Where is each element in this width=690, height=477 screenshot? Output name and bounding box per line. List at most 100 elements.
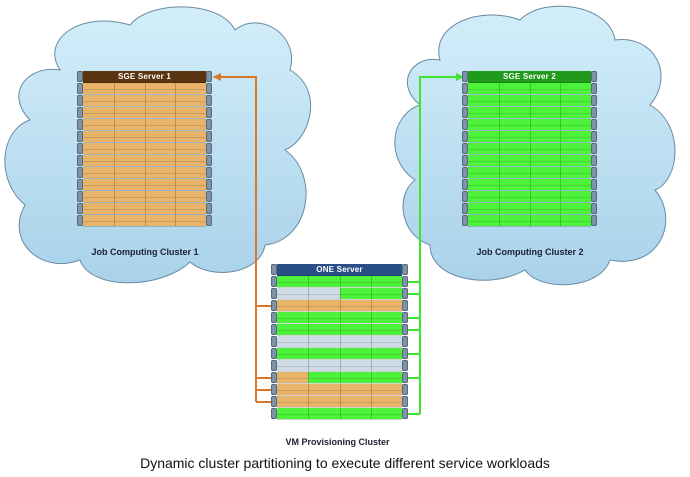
link-to-sge-server-1 [214, 76, 257, 402]
unit-divider [339, 348, 341, 359]
rack-cluster-2: SGE Server 2 [462, 71, 597, 227]
unit-divider [529, 143, 531, 154]
unit-divider [113, 179, 115, 190]
unit-divider [339, 396, 341, 407]
server-unit-segment-green [468, 131, 591, 142]
rack-ear-icon [402, 276, 408, 287]
rack-ear-icon [77, 131, 83, 142]
unit-divider [498, 191, 500, 202]
rack-cluster-1: SGE Server 1 [77, 71, 212, 227]
rack-ear-icon [206, 203, 212, 214]
unit-divider [113, 215, 115, 226]
unit-divider [144, 179, 146, 190]
unit-divider [113, 107, 115, 118]
unit-divider [277, 293, 402, 295]
unit-divider [468, 124, 591, 126]
unit-divider [468, 136, 591, 138]
server-unit-segment-orange [83, 119, 206, 130]
rack-ear-icon [402, 324, 408, 335]
rack-ear-icon [402, 312, 408, 323]
unit-divider [560, 143, 562, 154]
unit-divider [498, 143, 500, 154]
unit-divider [277, 389, 402, 391]
unit-divider [308, 348, 310, 359]
rack-ear-icon [206, 215, 212, 226]
rack-ear-icon [271, 264, 277, 275]
rack-ear-icon [77, 143, 83, 154]
unit-divider [529, 95, 531, 106]
unit-divider [560, 215, 562, 226]
rack-ear-icon [271, 348, 277, 359]
unit-divider [83, 184, 206, 186]
unit-divider [277, 305, 402, 307]
server-label: SGE Server 1 [117, 72, 172, 81]
unit-divider [560, 191, 562, 202]
unit-divider [308, 372, 310, 383]
server-unit-segment-green [468, 191, 591, 202]
unit-divider [370, 372, 372, 383]
server-unit [271, 360, 408, 372]
rack-ear-icon [462, 167, 468, 178]
rack-ear-icon [462, 191, 468, 202]
server-unit-segment-green [468, 119, 591, 130]
rack-header: SGE Server 2 [462, 71, 597, 83]
server-unit-segment-green [308, 372, 402, 383]
unit-divider [175, 143, 177, 154]
server-unit [271, 324, 408, 336]
rack-ear-icon [206, 95, 212, 106]
rack-ear-icon [271, 360, 277, 371]
rack-ear-icon [591, 143, 597, 154]
server-unit-segment-green [468, 107, 591, 118]
rack-ear-icon [462, 83, 468, 94]
server-unit-segment-green [468, 179, 591, 190]
unit-divider [83, 100, 206, 102]
unit-divider [175, 167, 177, 178]
server-unit-segment-green [277, 348, 402, 359]
unit-divider [83, 112, 206, 114]
rack-ear-icon [77, 167, 83, 178]
rack-ear-icon [77, 107, 83, 118]
rack-ear-icon [77, 83, 83, 94]
unit-divider [277, 377, 402, 379]
unit-divider [113, 203, 115, 214]
unit-divider [370, 324, 372, 335]
rack-ear-icon [77, 71, 83, 82]
unit-divider [308, 396, 310, 407]
rack-ear-icon [206, 179, 212, 190]
unit-divider [468, 220, 591, 222]
unit-divider [277, 365, 402, 367]
unit-divider [144, 191, 146, 202]
rack-ear-icon [206, 155, 212, 166]
rack-ear-icon [402, 348, 408, 359]
rack-ear-icon [591, 119, 597, 130]
server-unit [462, 167, 597, 179]
server-unit [462, 179, 597, 191]
server-unit [271, 336, 408, 348]
unit-divider [498, 83, 500, 94]
unit-divider [277, 341, 402, 343]
unit-divider [83, 196, 206, 198]
server-unit [77, 203, 212, 215]
server-unit [271, 372, 408, 384]
unit-divider [498, 107, 500, 118]
server-unit-segment-orange [83, 155, 206, 166]
rack-ear-icon [271, 336, 277, 347]
unit-divider [498, 131, 500, 142]
unit-divider [529, 215, 531, 226]
rack-ear-icon [77, 191, 83, 202]
unit-divider [560, 167, 562, 178]
unit-divider [144, 131, 146, 142]
provisioning-cluster-label: VM Provisioning Cluster [285, 437, 390, 447]
server-unit-segment-green [339, 288, 402, 299]
rack-ear-icon [591, 107, 597, 118]
unit-divider [308, 324, 310, 335]
unit-divider [144, 155, 146, 166]
unit-divider [468, 172, 591, 174]
unit-divider [339, 384, 341, 395]
unit-divider [529, 131, 531, 142]
unit-divider [370, 288, 372, 299]
unit-divider [560, 131, 562, 142]
unit-divider [498, 95, 500, 106]
unit-divider [175, 203, 177, 214]
rack-ear-icon [271, 312, 277, 323]
